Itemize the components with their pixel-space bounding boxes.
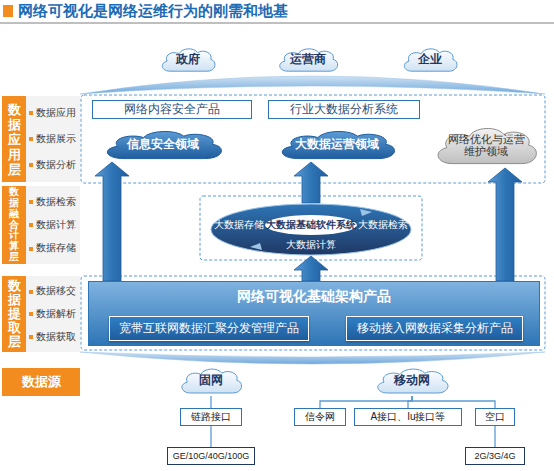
cloud-node: 政府 (158, 46, 218, 74)
layer-item: 数据展示 (29, 132, 80, 146)
layer-label: 数据提取层数据移交数据解析数据获取 (2, 276, 80, 352)
layer-label: 数据应用层数据应用数据展示数据分析 (2, 96, 80, 182)
node-label: 行业大数据分析系统 (269, 101, 419, 118)
connector-line (408, 396, 412, 408)
app-layer-frame (81, 95, 545, 183)
node-label: 网络内容安全产品 (93, 101, 251, 118)
ring-label: 大数据存储 (214, 219, 264, 231)
connector-line (412, 396, 495, 408)
outer-ring (211, 204, 411, 255)
layer-title: 数据提取层 (8, 279, 21, 349)
flow-arrow (294, 162, 328, 203)
layer-title: 数据应用层 (8, 102, 21, 177)
swirl-arrow (360, 209, 372, 216)
layer-label: 数据源 (2, 368, 80, 396)
layer-item: 数据移交 (29, 284, 80, 298)
layer-item: 数据应用 (29, 106, 80, 120)
connector-line (494, 426, 495, 447)
software-ring: 大数据存储大数据基础软件系统大数据检索大数据计算 (210, 203, 412, 256)
layer-item: 数据解析 (29, 307, 80, 321)
node-label: 政府 (158, 46, 218, 74)
ring-label: 大数据检索 (358, 219, 408, 231)
domain-cloud: 信息安全领域 (98, 128, 228, 162)
node-label: 链路接口 (181, 409, 241, 425)
node-label: 大数据运营领域 (273, 128, 401, 162)
top-swoosh (80, 76, 545, 94)
interface-box: 空口 (475, 408, 515, 426)
node-label: 运营商 (275, 46, 341, 74)
layer-item: 数据计算 (29, 218, 80, 232)
node-label: 信令网 (295, 409, 345, 425)
layer-tab: 数据应用层 (2, 96, 26, 182)
layer-item: 数据分析 (29, 158, 80, 172)
page-title: 网络可视化是网络运维行为的刚需和地基 (18, 2, 288, 21)
layer-item: 数据获取 (29, 330, 80, 344)
inner-core (265, 215, 357, 235)
cloud-node: 企业 (400, 46, 460, 74)
node-label: 企业 (400, 46, 460, 74)
layer-items: 数据应用数据展示数据分析 (29, 100, 80, 178)
cloud-node: 固网 (177, 366, 245, 396)
connector-line (210, 396, 211, 408)
product-box: 网络内容安全产品 (92, 100, 252, 119)
rate-box: GE/10G/40G/100G (167, 447, 255, 465)
node-label: 固网 (177, 366, 245, 396)
node-label: 移动接入网数据采集分析产品 (347, 317, 522, 340)
title-underline (0, 22, 554, 24)
rate-box: 2G/3G/4G (465, 447, 525, 465)
node-label: A接口、Iu接口等 (355, 409, 461, 425)
layer-tab: 数据提取层 (2, 276, 26, 352)
product-box: 移动接入网数据采集分析产品 (346, 316, 523, 341)
flow-arrow (95, 162, 129, 281)
domain-cloud: 网络优化与运营维护领域 (430, 124, 542, 168)
node-label: 信息安全领域 (98, 128, 228, 162)
cloud-node: 运营商 (275, 46, 341, 74)
node-label: 网络优化与运营维护领域 (430, 124, 542, 168)
infrastructure-band: 网络可视化基础架构产品宽带互联网数据汇聚分发管理产品 移动接入网数据采集分析产品 (88, 281, 540, 346)
layer-label: 数据融合计算层数据检索数据计算数据存储 (2, 186, 80, 264)
node-label: 空口 (476, 409, 514, 425)
flow-arrow (488, 168, 522, 281)
interface-box: A接口、Iu接口等 (354, 408, 462, 426)
flow-arrow (294, 256, 328, 281)
node-label: 数据源 (2, 368, 80, 396)
extract-layer-frame (81, 276, 545, 350)
product-box: 行业大数据分析系统 (268, 100, 420, 119)
layer-items: 数据移交数据解析数据获取 (29, 280, 80, 348)
cloud-node: 移动网 (372, 366, 452, 396)
node-label: GE/10G/40G/100G (168, 448, 254, 464)
node-label: 2G/3G/4G (466, 448, 524, 464)
layer-item: 数据存储 (29, 241, 80, 255)
layer-items: 数据检索数据计算数据存储 (29, 190, 80, 260)
ring-label: 大数据基础软件系统 (265, 219, 357, 231)
layer-item: 数据检索 (29, 195, 80, 209)
node-label: 移动网 (372, 366, 452, 396)
layer-title: 数据融合计算层 (9, 187, 19, 263)
connector-line (210, 426, 211, 447)
interface-box: 信令网 (294, 408, 346, 426)
title-icon (3, 5, 13, 17)
compute-layer-frame (200, 196, 422, 260)
bottom-swoosh (80, 352, 545, 364)
domain-cloud: 大数据运营领域 (273, 128, 401, 162)
ring-label: 大数据计算 (286, 239, 336, 251)
connector-line (320, 396, 412, 408)
band-title: 网络可视化基础架构产品 (89, 288, 539, 306)
layer-tab: 数据融合计算层 (2, 186, 26, 264)
swirl-arrow (250, 243, 262, 250)
product-box: 宽带互联网数据汇聚分发管理产品 (109, 316, 309, 341)
interface-box: 链路接口 (180, 408, 242, 426)
node-label: 宽带互联网数据汇聚分发管理产品 (110, 317, 308, 340)
